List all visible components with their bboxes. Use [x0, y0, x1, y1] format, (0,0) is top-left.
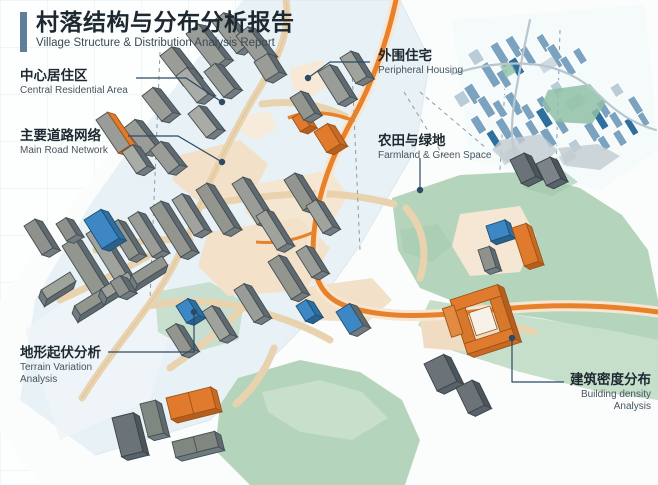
annotation-label-en: Central Residential Area	[20, 84, 128, 96]
leader-dot-terrain	[190, 308, 198, 316]
leader-dot-road	[218, 158, 226, 166]
leader-dot-farmland	[416, 186, 424, 194]
annotation-terrain-variation[interactable]: 地形起伏分析 Terrain Variation Analysis	[20, 345, 101, 387]
accent-building-orange-lower	[165, 385, 224, 424]
peripheral-housing-cluster	[450, 18, 658, 170]
accent-building-blue-mid	[175, 297, 207, 326]
page-title-en: Village Structure & Distribution Analysi…	[36, 36, 275, 49]
annotation-label-en: Building density Analysis	[580, 388, 651, 413]
annotation-label-en: Terrain Variation Analysis	[20, 361, 93, 386]
accent-building-blue-farm	[485, 218, 517, 246]
leader-dot-density	[508, 334, 516, 342]
annotation-main-road[interactable]: 主要道路网络 Main Road Network	[20, 128, 108, 157]
leader-peripheral	[307, 61, 370, 79]
accent-building-orange-mid	[313, 122, 349, 156]
page-title-cn: 村落结构与分布分析报告	[36, 9, 295, 35]
annotation-label-en: Farmland & Green Space	[378, 149, 492, 161]
leader-central	[136, 77, 223, 103]
accent-building-blue-left	[83, 208, 128, 252]
accent-building-blue-right	[295, 298, 325, 325]
leader-road	[128, 135, 223, 163]
annotation-label-cn: 地形起伏分析	[20, 345, 101, 360]
building-density-complex	[441, 283, 523, 358]
annotation-label-cn: 主要道路网络	[20, 128, 101, 143]
annotation-peripheral-housing[interactable]: 外围住宅 Peripheral Housing	[378, 48, 463, 77]
main-road-line	[310, 0, 658, 318]
annotation-leader-dots	[190, 74, 516, 342]
road-network-marker-building	[253, 52, 288, 84]
annotation-leader-lines	[108, 61, 564, 383]
annotation-label-en: Main Road Network	[20, 144, 108, 156]
central-residential-cluster	[23, 12, 376, 359]
leader-density	[511, 338, 564, 383]
annotation-label-cn: 中心居住区	[20, 68, 88, 83]
annotation-building-density[interactable]: 建筑密度分布 Building density Analysis	[570, 372, 651, 414]
annotation-label-cn: 外围住宅	[378, 48, 432, 63]
farmland-area-buildings	[423, 152, 570, 417]
title-accent-bar	[20, 12, 27, 52]
peripheral-green-patch	[542, 84, 606, 124]
accent-building-orange-farm	[511, 222, 546, 271]
leader-terrain	[108, 312, 195, 353]
annotation-central-residential[interactable]: 中心居住区 Central Residential Area	[20, 68, 128, 97]
annotation-label-en: Peripheral Housing	[378, 64, 464, 76]
leader-dot-peripheral	[304, 74, 312, 82]
lower-outlier-buildings	[111, 385, 226, 462]
annotation-farmland-green[interactable]: 农田与绿地 Farmland & Green Space	[378, 133, 491, 162]
leader-dot-central	[218, 98, 226, 106]
annotation-label-cn: 农田与绿地	[378, 133, 446, 148]
report-title-block: 村落结构与分布分析报告 Village Structure & Distribu…	[20, 10, 295, 52]
annotation-label-cn: 建筑密度分布	[570, 372, 651, 387]
